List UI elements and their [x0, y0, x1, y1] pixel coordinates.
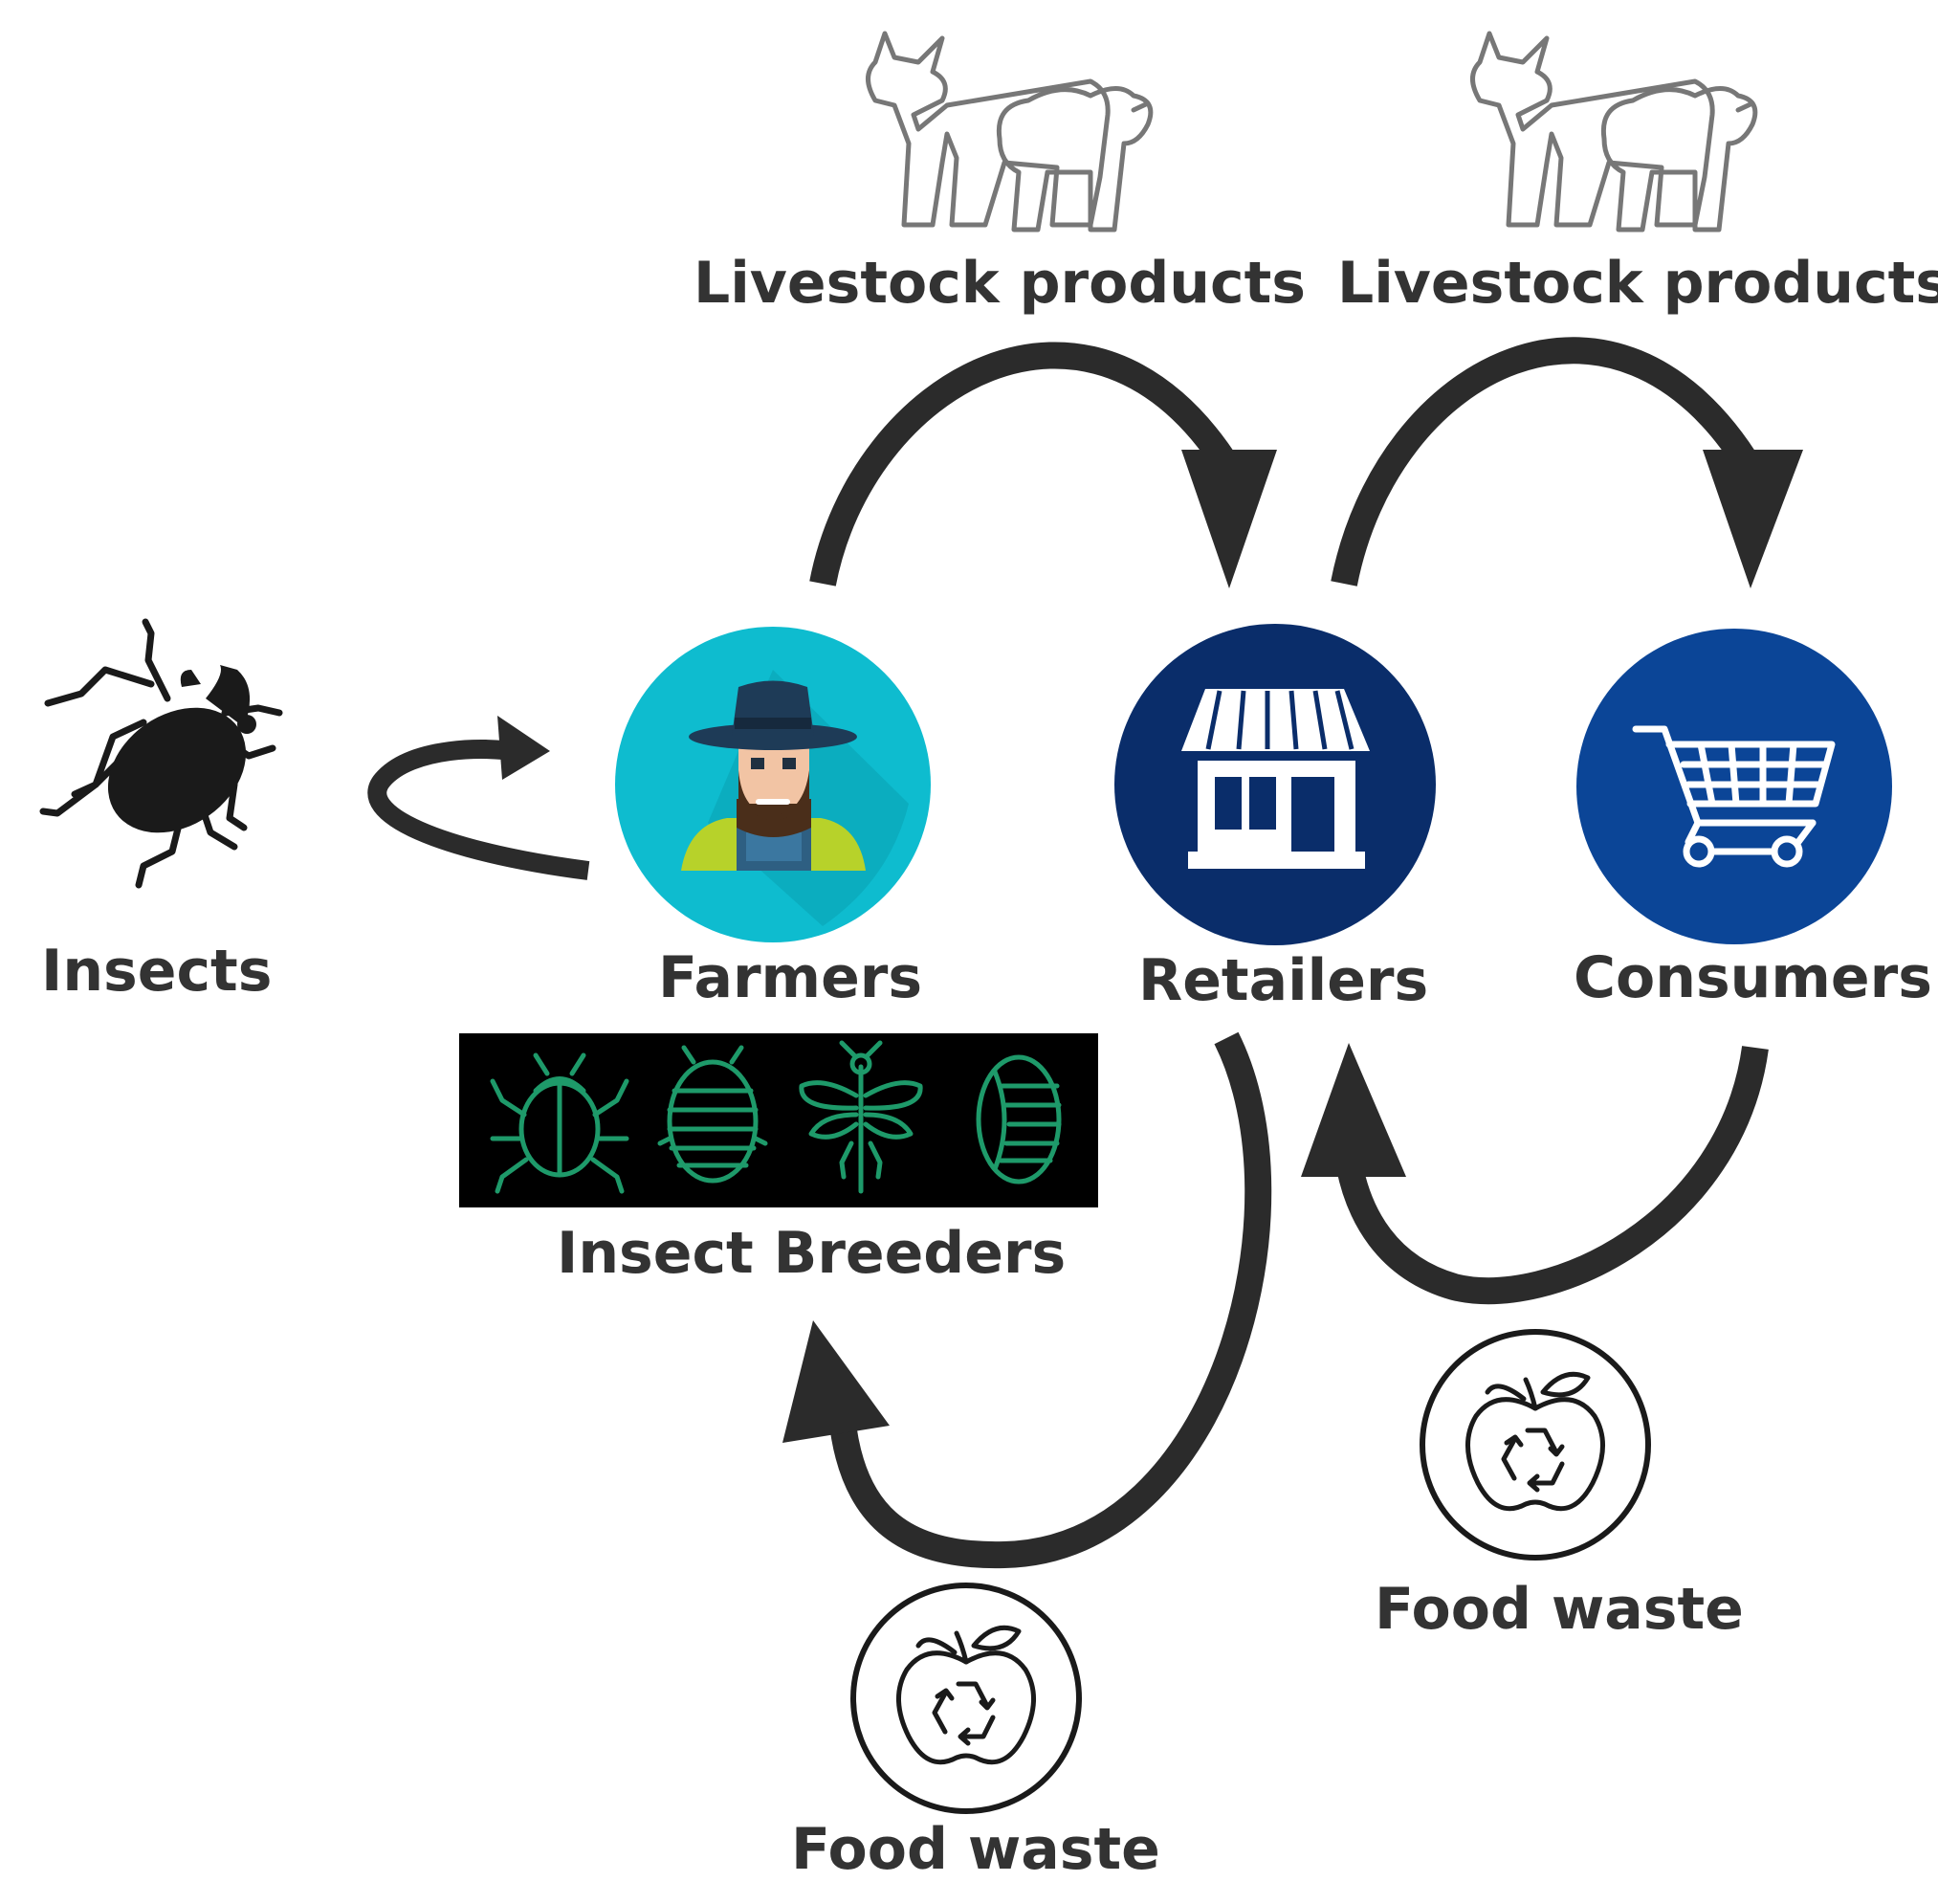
recycled-apple-icon: [850, 1583, 1082, 1814]
arrows: [367, 337, 1769, 1569]
insects-label: Insects: [41, 938, 273, 1005]
arrow-retailers-to-breeders: [828, 1031, 1272, 1569]
retailers-label: Retailers: [1138, 947, 1429, 1014]
store-icon: [1114, 624, 1436, 945]
insect-breeders-icon: [459, 1033, 1098, 1207]
consumers-label: Consumers: [1574, 944, 1932, 1011]
cow-sheep-icon: [1470, 31, 1758, 232]
arrow-consumers-to-retailers: [1335, 1046, 1769, 1304]
farmer-icon: [615, 627, 931, 942]
livestock-products-label-2: Livestock products: [1337, 250, 1938, 317]
beetle-icon: [39, 618, 283, 889]
arrowhead: [1181, 450, 1277, 588]
arrowhead: [1301, 1043, 1406, 1177]
cow-sheep-icon: [866, 31, 1154, 232]
arrow-retailers-to-consumers: [1331, 337, 1762, 587]
arrow-insects-to-farmers: [367, 740, 590, 880]
arrowhead: [782, 1320, 890, 1443]
livestock-products-label-1: Livestock products: [694, 250, 1306, 317]
food-waste-label-2: Food waste: [1375, 1576, 1744, 1643]
arrow-farmers-to-retailers: [809, 342, 1241, 587]
arrowhead: [1703, 450, 1803, 588]
food-waste-label-1: Food waste: [791, 1816, 1160, 1883]
recycled-apple-icon: [1420, 1329, 1651, 1561]
arrowhead: [497, 716, 550, 780]
insect-breeders-label: Insect Breeders: [557, 1220, 1067, 1287]
farmers-label: Farmers: [658, 944, 923, 1011]
shopping-cart-icon: [1576, 629, 1892, 944]
